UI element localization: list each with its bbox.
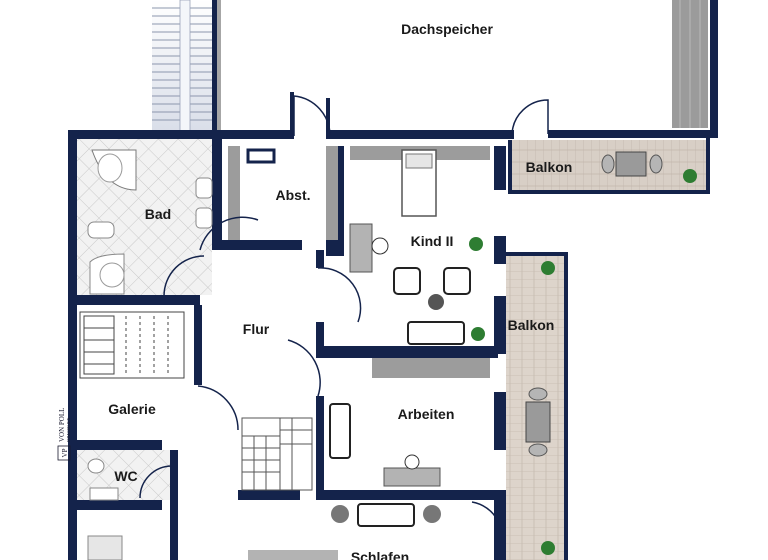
room-label-wc: WC — [114, 468, 137, 484]
room-dachspeicher: Dachspeicher — [212, 0, 718, 136]
room-label-bad: Bad — [145, 206, 171, 222]
room-balkon-right: Balkon — [479, 252, 568, 560]
room-label-abst: Abst. — [276, 187, 311, 203]
room-galerie: Galerie — [77, 305, 194, 440]
room-bottom-left — [87, 535, 123, 560]
room-label-arbeiten: Arbeiten — [398, 406, 455, 422]
room-arbeiten: Arbeiten — [324, 358, 494, 490]
room-flur: Flur — [163, 216, 362, 491]
room-balkon-top: Balkon — [508, 99, 710, 194]
room-label-flur: Flur — [243, 321, 270, 337]
room-schlafen: Schlafen — [238, 500, 503, 560]
room-label-galerie: Galerie — [108, 401, 156, 417]
attic-stairs — [152, 0, 212, 136]
room-bad: Bad — [77, 139, 213, 295]
logo-initials: VP — [61, 448, 69, 457]
logo-subline: IMMOBILIEN — [66, 417, 71, 442]
room-wc: WC — [77, 450, 173, 501]
logo-name: VON POLL — [58, 408, 66, 442]
room-abst: Abst. — [222, 95, 338, 240]
room-kind2: Kind II — [344, 139, 494, 346]
flur-stairs — [241, 417, 313, 491]
room-label-balkon-top: Balkon — [526, 159, 573, 175]
room-label-schlafen: Schlafen — [351, 549, 409, 560]
logo: VP VON POLL IMMOBILIEN — [57, 408, 71, 461]
room-label-balkon-right: Balkon — [508, 317, 555, 333]
room-label-dachspeicher: Dachspeicher — [401, 21, 493, 37]
room-label-kind2: Kind II — [411, 233, 454, 249]
